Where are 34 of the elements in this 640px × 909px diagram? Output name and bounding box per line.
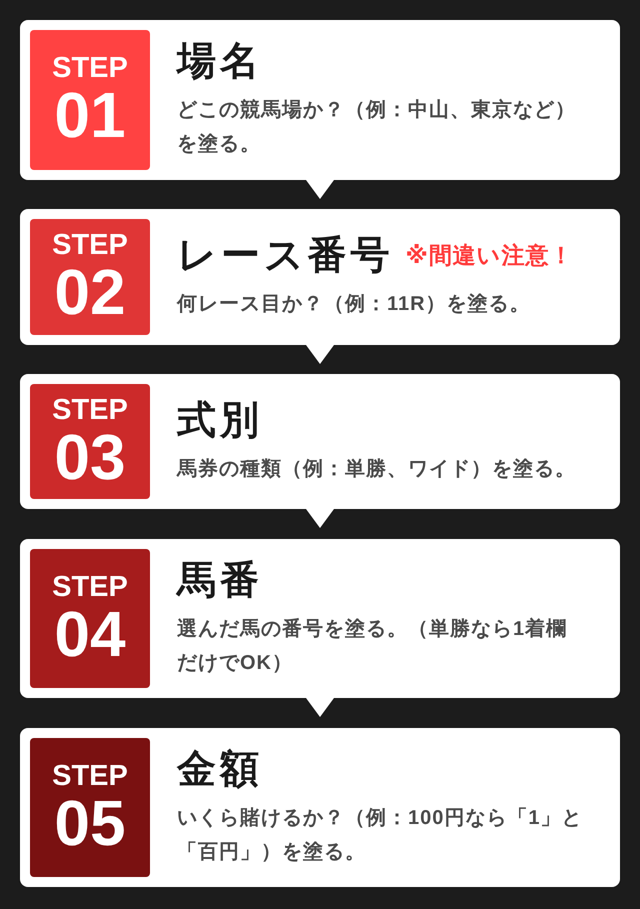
step-number: 02 — [54, 260, 126, 324]
step-badge — [30, 30, 150, 170]
step-label: STEP — [52, 572, 128, 602]
step-badge — [30, 549, 150, 688]
step-title: 場名 — [177, 39, 263, 85]
pointer-arrow — [306, 698, 334, 717]
step-label: STEP — [52, 760, 128, 790]
step-number: 03 — [54, 424, 126, 488]
step-card — [20, 539, 620, 698]
step-title: レース番号 — [177, 233, 394, 279]
step-description: いくら賭けるか？（例：100円なら「1」と「百円」）を塗る。 — [177, 806, 584, 864]
step-description: 選んだ馬の番号を塗る。（単勝なら1着欄だけでOK） — [177, 616, 568, 676]
step-label: STEP — [52, 394, 128, 424]
step-card — [20, 20, 620, 180]
step-number: 04 — [54, 602, 126, 666]
step-number: 05 — [54, 790, 126, 854]
step-label: STEP — [52, 53, 128, 83]
step-badge — [30, 219, 150, 335]
step-badge — [30, 384, 150, 499]
step-description: どこの競馬場か？（例：中山、東京など）を塗る。 — [177, 98, 577, 157]
pointer-arrow — [306, 509, 334, 528]
step-title: 式別 — [177, 398, 263, 444]
step-badge — [30, 738, 150, 877]
step-description: 馬券の種類（例：単勝、ワイド）を塗る。 — [177, 456, 577, 482]
step-title: 金額 — [177, 746, 263, 792]
step-card — [20, 209, 620, 345]
step-card — [20, 374, 620, 509]
step-title: 馬番 — [177, 558, 263, 604]
step-description: 何レース目か？（例：11R）を塗る。 — [177, 292, 532, 317]
warning-note: ※間違い注意！ — [406, 242, 574, 271]
step-card — [20, 728, 620, 887]
step-number: 01 — [54, 83, 126, 147]
pointer-arrow — [306, 345, 334, 364]
step-label: STEP — [52, 230, 128, 260]
